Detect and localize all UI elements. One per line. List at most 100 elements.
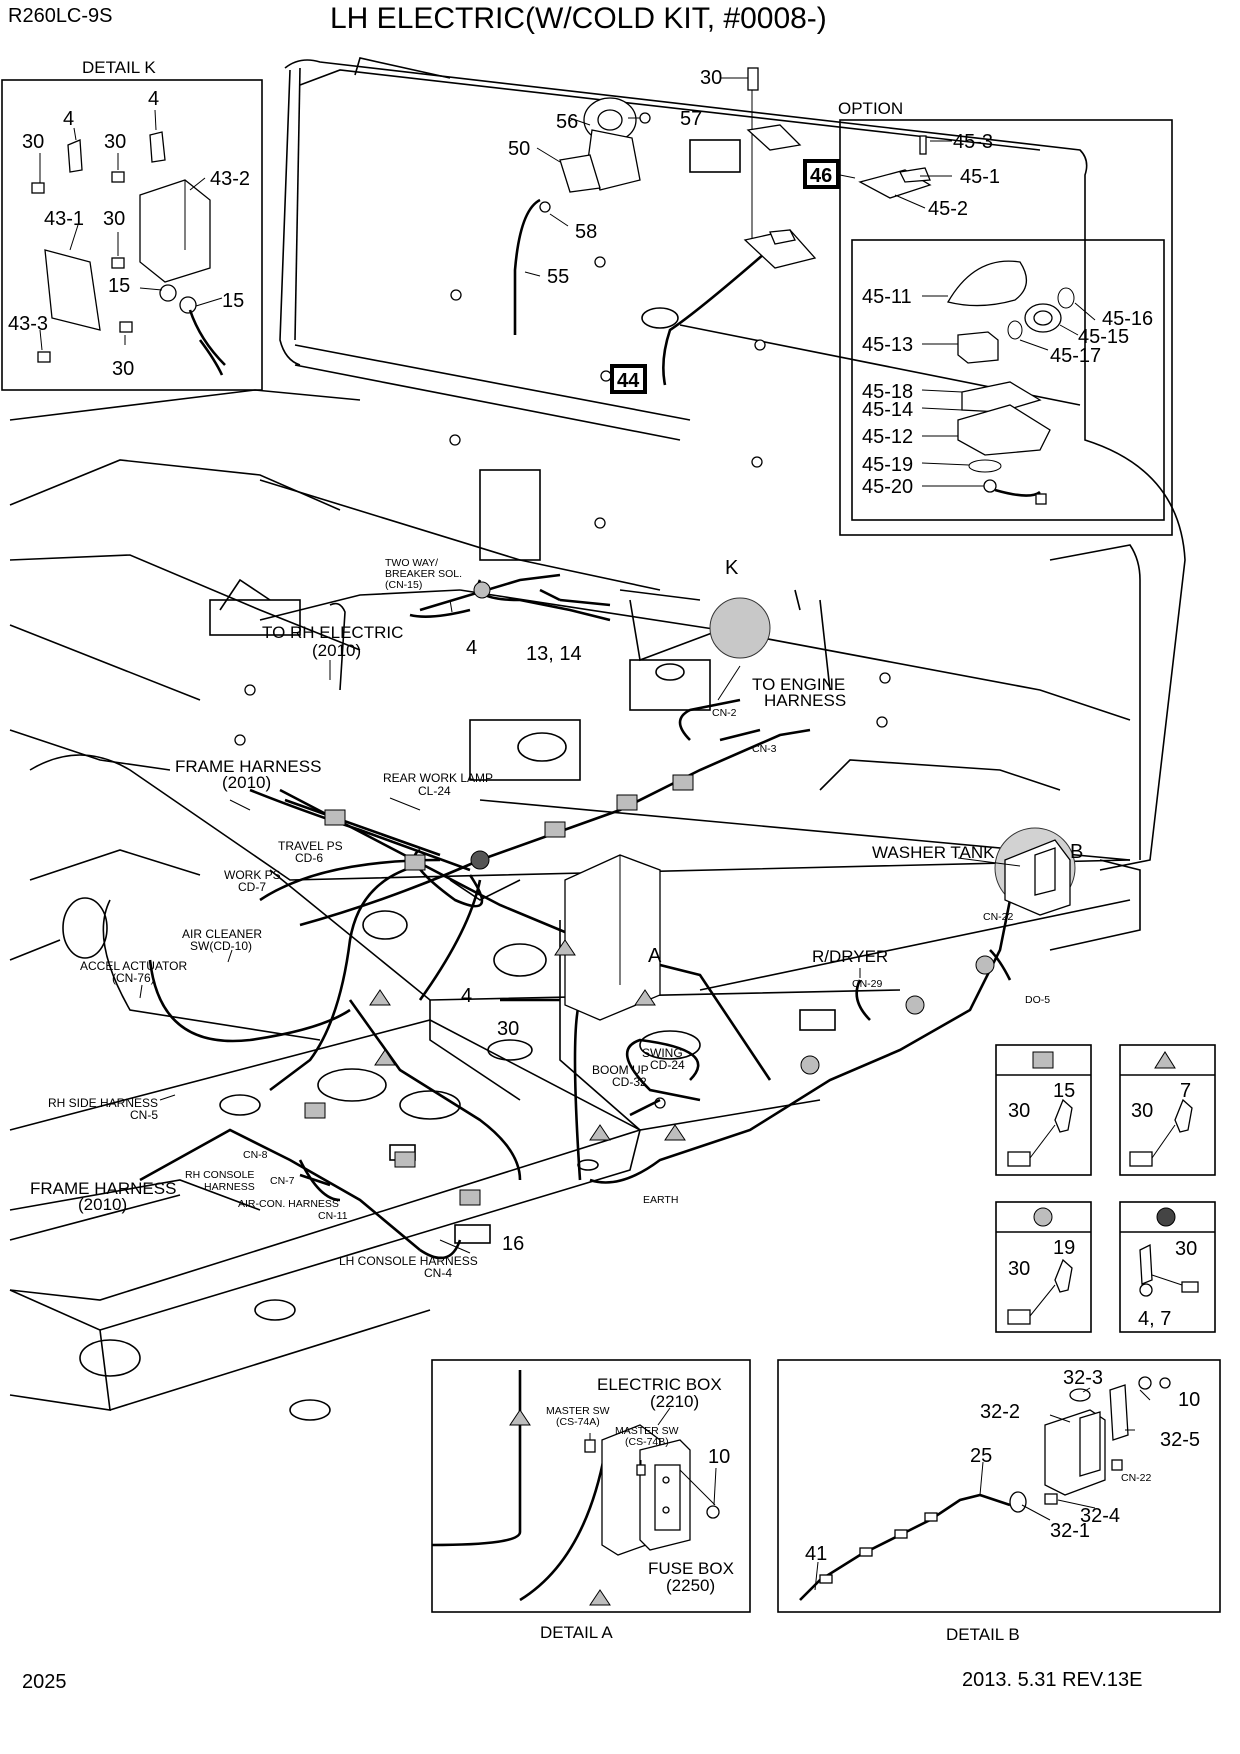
svg-text:FUSE BOX(2250): FUSE BOX(2250)	[648, 1559, 734, 1595]
svg-text:MASTER SW(CS-74B): MASTER SW(CS-74B)	[615, 1425, 679, 1448]
upper-frame-structure	[9, 57, 1186, 1421]
svg-text:43-3: 43-3	[8, 313, 48, 335]
svg-text:10: 10	[708, 1446, 730, 1468]
svg-text:30: 30	[700, 67, 722, 89]
svg-text:30: 30	[497, 1018, 519, 1040]
detail-k-panel: DETAIL K 4 4 30 30 43-2 4	[1, 58, 263, 391]
svg-text:57: 57	[680, 108, 702, 130]
page-number: 2025	[22, 1671, 67, 1693]
svg-text:30: 30	[1175, 1238, 1197, 1260]
harness-markers	[304, 581, 995, 1206]
to-rh-electric-label: TO RH ELECTRIC(2010)	[262, 623, 403, 660]
diagram-title: LH ELECTRIC(W/COLD KIT, #0008-)	[330, 2, 827, 35]
detail-a-panel: ELECTRIC BOX(2210) MASTER SW(CS-74A) MAS…	[431, 1359, 751, 1642]
svg-text:DETAIL A: DETAIL A	[540, 1623, 613, 1642]
svg-text:15: 15	[1053, 1080, 1075, 1102]
svg-text:A: A	[648, 945, 662, 967]
svg-text:CN-8: CN-8	[243, 1149, 268, 1161]
svg-text:DETAIL B: DETAIL B	[946, 1625, 1020, 1644]
svg-text:32-3: 32-3	[1063, 1367, 1103, 1389]
svg-text:30: 30	[22, 131, 44, 153]
svg-text:TWO WAY/BREAKER SOL.(CN-15): TWO WAY/BREAKER SOL.(CN-15)	[385, 557, 462, 591]
svg-text:4: 4	[461, 985, 472, 1007]
svg-text:45-1: 45-1	[960, 166, 1000, 188]
legend-square-box: 30 15	[995, 1044, 1092, 1176]
svg-text:45-15: 45-15	[1078, 326, 1129, 348]
svg-text:CN-22: CN-22	[1121, 1472, 1152, 1484]
svg-text:19: 19	[1053, 1237, 1075, 1259]
main-labels: TWO WAY/BREAKER SOL.(CN-15) TO RH ELECTR…	[30, 557, 1083, 1280]
svg-text:4: 4	[466, 637, 477, 659]
svg-text:56: 56	[556, 111, 578, 133]
svg-text:DO-5: DO-5	[1025, 994, 1050, 1006]
svg-text:ACCEL ACTUATOR(CN-76): ACCEL ACTUATOR(CN-76)	[80, 959, 187, 985]
svg-text:DETAIL K: DETAIL K	[82, 58, 156, 77]
svg-text:10: 10	[1178, 1389, 1200, 1411]
svg-text:B: B	[1070, 841, 1083, 863]
svg-text:30: 30	[1131, 1100, 1153, 1122]
svg-text:CN-7: CN-7	[270, 1175, 295, 1187]
svg-text:4: 4	[63, 108, 74, 130]
svg-text:45-20: 45-20	[862, 476, 913, 498]
legend-dot-box: 30 4, 7	[1119, 1201, 1216, 1333]
svg-text:CN-3: CN-3	[752, 743, 777, 755]
svg-text:CN-29: CN-29	[852, 978, 883, 990]
svg-text:13, 14: 13, 14	[526, 643, 582, 665]
svg-text:32-1: 32-1	[1050, 1520, 1090, 1542]
svg-text:CN-2: CN-2	[712, 707, 737, 719]
svg-text:45-3: 45-3	[953, 131, 993, 153]
svg-text:15: 15	[222, 290, 244, 312]
svg-text:ELECTRIC BOX(2210): ELECTRIC BOX(2210)	[597, 1375, 722, 1411]
svg-text:CN-22: CN-22	[983, 911, 1014, 923]
svg-text:FRAME HARNESS(2010): FRAME HARNESS(2010)	[175, 757, 321, 792]
svg-text:K: K	[725, 557, 739, 579]
electric-box	[564, 854, 661, 1021]
svg-text:16: 16	[502, 1233, 524, 1255]
svg-text:43-2: 43-2	[210, 168, 250, 190]
svg-text:32-2: 32-2	[980, 1401, 1020, 1423]
washer-tank	[1004, 839, 1071, 916]
svg-text:45-19: 45-19	[862, 454, 913, 476]
svg-text:32-5: 32-5	[1160, 1429, 1200, 1451]
svg-text:R/DRYER: R/DRYER	[812, 947, 888, 966]
svg-text:41: 41	[805, 1543, 827, 1565]
svg-text:32-4: 32-4	[1080, 1505, 1120, 1527]
svg-text:43-1: 43-1	[44, 208, 84, 230]
legend-triangle-box: 30 7	[1119, 1044, 1216, 1176]
svg-text:45-16: 45-16	[1102, 308, 1153, 330]
svg-text:45-12: 45-12	[862, 426, 913, 448]
svg-text:45-2: 45-2	[928, 198, 968, 220]
svg-text:30: 30	[1008, 1258, 1030, 1280]
svg-text:55: 55	[547, 266, 569, 288]
harness-wiring	[139, 80, 1012, 1260]
svg-text:EARTH: EARTH	[643, 1194, 678, 1206]
svg-text:45-11: 45-11	[862, 286, 912, 308]
svg-text:MASTER SW(CS-74A): MASTER SW(CS-74A)	[546, 1405, 610, 1428]
svg-text:WASHER TANK: WASHER TANK	[872, 843, 995, 862]
model-code: R260LC-9S	[8, 5, 113, 27]
svg-text:4, 7: 4, 7	[1138, 1308, 1171, 1330]
svg-text:45-17: 45-17	[1050, 345, 1101, 367]
svg-text:OPTION: OPTION	[838, 99, 903, 118]
callout-46: 46	[810, 165, 832, 187]
svg-text:30: 30	[103, 208, 125, 230]
svg-text:50: 50	[508, 138, 530, 160]
revision-date: 2013. 5.31 REV.13E	[962, 1669, 1143, 1691]
legend-circle-box: 30 19	[995, 1201, 1092, 1333]
svg-text:25: 25	[970, 1445, 992, 1467]
detail-b-panel: 32-3 10 32-2 32-5 25 CN-22 32-4 32-1 41 …	[777, 1359, 1221, 1644]
svg-text:30: 30	[104, 131, 126, 153]
svg-text:58: 58	[575, 221, 597, 243]
svg-text:30: 30	[1008, 1100, 1030, 1122]
top-callouts: 30 56 57 50 58 55 46 44	[508, 67, 840, 394]
